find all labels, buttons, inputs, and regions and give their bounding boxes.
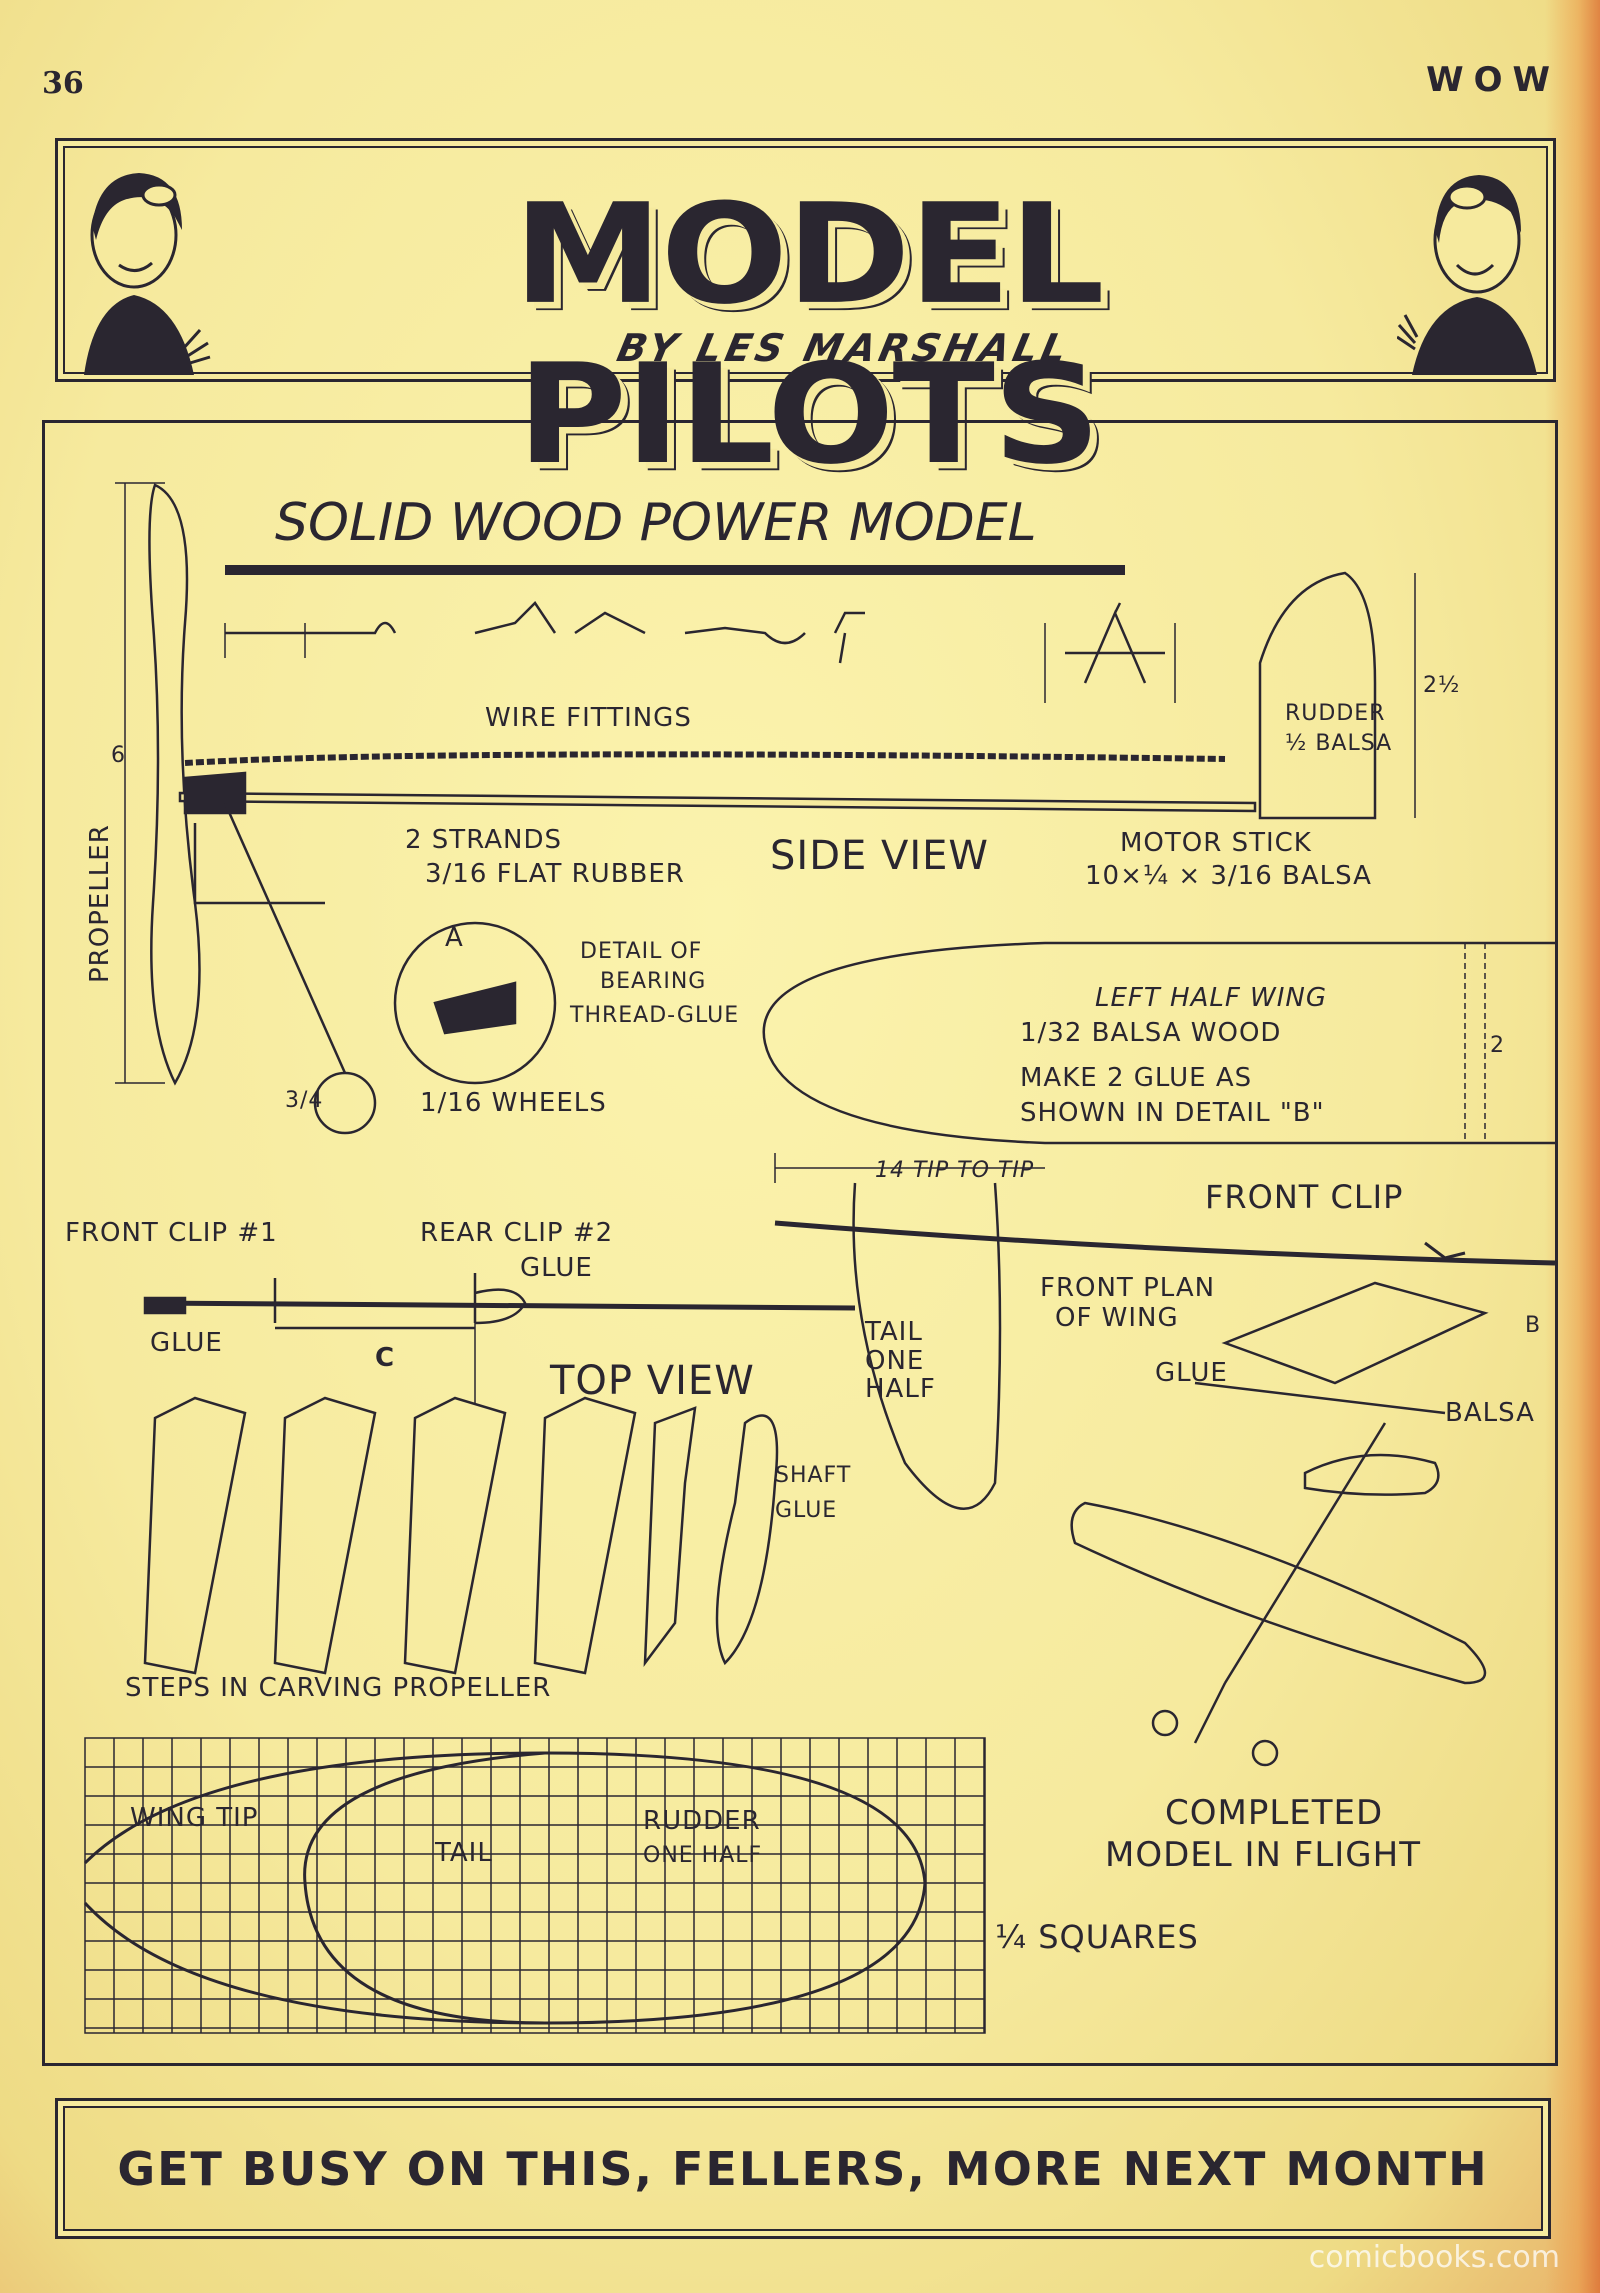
motor-stick-label: MOTOR STICK	[1120, 828, 1312, 858]
rudder-balsa-label: ½ BALSA	[1285, 731, 1393, 756]
propeller-carving-steps	[143, 1396, 779, 1675]
wing-tip-grid-label: WING TIP	[130, 1803, 259, 1833]
front-plan-label: FRONT PLAN	[1040, 1273, 1216, 1303]
page-number: 36	[42, 66, 84, 101]
rear-clip-label: REAR CLIP #2	[420, 1218, 614, 1248]
detail-c-label: C	[375, 1343, 396, 1373]
propeller-label: PROPELLER	[85, 824, 115, 983]
plans-diagram: SOLID WOOD POWER MODEL WIRE FITTINGS RUD…	[42, 420, 1558, 2066]
left-half-wing	[762, 941, 1555, 1145]
detail-b-label: B	[1525, 1313, 1542, 1338]
tail-outline	[303, 1751, 546, 2025]
rubber-motor	[184, 751, 1226, 766]
strands-label: 2 STRANDS	[405, 825, 562, 855]
wheel-fraction-label: 3/4	[285, 1088, 324, 1113]
one-half-grid-label: ONE HALF	[643, 1843, 763, 1868]
title-banner: MODEL PILOTS BY LES MARSHALL	[55, 138, 1556, 495]
glue-label-front: GLUE	[150, 1328, 223, 1358]
magazine-name: WOW	[1426, 60, 1560, 100]
watermark: comicbooks.com	[1308, 2240, 1560, 2275]
motor-stick	[178, 791, 1257, 813]
dihedral-detail	[1194, 1281, 1489, 1415]
footer-banner: GET BUSY ON THIS, FELLERS, MORE NEXT MON…	[55, 2098, 1551, 2239]
detail-a-circle	[393, 921, 557, 1085]
propeller-length-label: 6	[111, 743, 126, 768]
of-wing-label: OF WING	[1055, 1303, 1179, 1333]
in-flight-label: MODEL IN FLIGHT	[1105, 1835, 1421, 1875]
balsa-wood-label: 1/32 BALSA WOOD	[1020, 1018, 1282, 1048]
top-view-stick	[144, 1300, 856, 1311]
wing-front-plan-line	[774, 1220, 1555, 1266]
make-glue-label: MAKE 2 GLUE AS	[1020, 1063, 1253, 1093]
front-clip-label: FRONT CLIP #1	[65, 1218, 278, 1248]
rudder-grid-label: RUDDER	[643, 1806, 761, 1836]
glue-label-wing: GLUE	[1155, 1358, 1228, 1388]
diagram-heading: SOLID WOOD POWER MODEL	[275, 493, 1037, 553]
glue-label-shaft: GLUE	[775, 1498, 838, 1523]
wing-tip-outline	[83, 1751, 927, 2025]
author-byline: BY LES MARSHALL	[613, 326, 1075, 370]
rudder-shape	[1258, 571, 1377, 820]
quarter-inch-grid	[84, 1737, 986, 2034]
detail-a-label: A	[445, 923, 464, 953]
front-clip-top-label: FRONT CLIP	[1205, 1178, 1404, 1216]
shaft-label: SHAFT	[775, 1463, 852, 1488]
completed-model-drawing	[1070, 1422, 1487, 1767]
heading-underline	[225, 565, 1125, 575]
shown-detail-label: SHOWN IN DETAIL "B"	[1020, 1098, 1325, 1128]
motor-stick-dims-label: 10×¼ × 3/16 BALSA	[1085, 861, 1372, 891]
tail-grid-label: TAIL	[435, 1838, 493, 1868]
carving-steps-label: STEPS IN CARVING PROPELLER	[125, 1673, 552, 1703]
side-view-label: SIDE VIEW	[770, 833, 989, 879]
page-edge-stain	[1545, 0, 1600, 2293]
squares-label: ¼ SQUARES	[995, 1918, 1199, 1956]
top-view-label: TOP VIEW	[550, 1358, 755, 1404]
detail-of-label: DETAIL OF	[580, 939, 703, 964]
rudder-height-label: 2½	[1423, 673, 1461, 698]
tip-to-tip-label: 14 TIP TO TIP	[875, 1158, 1035, 1183]
thread-glue-label: THREAD-GLUE	[570, 1003, 740, 1028]
wire-fittings-drawing	[225, 601, 1165, 684]
tail-one-half	[852, 1182, 1002, 1510]
rudder-label: RUDDER	[1285, 701, 1386, 726]
footer-text: GET BUSY ON THIS, FELLERS, MORE NEXT MON…	[117, 2141, 1489, 2196]
wing-width-label: 2	[1490, 1033, 1505, 1058]
pilot-boy-right-illustration	[1397, 175, 1537, 375]
glue-label-rear: GLUE	[520, 1253, 593, 1283]
completed-label: COMPLETED	[1165, 1793, 1384, 1833]
main-title: MODEL PILOTS	[513, 174, 1104, 496]
propeller-side-shape	[148, 483, 201, 1086]
wheel	[313, 1071, 377, 1135]
tail-one-half-label: TAIL ONE HALF	[865, 1317, 936, 1405]
flat-rubber-label: 3/16 FLAT RUBBER	[425, 859, 685, 889]
wheels-label: 1/16 WHEELS	[420, 1088, 607, 1118]
pilot-girl-left-illustration	[84, 173, 211, 375]
landing-gear	[193, 802, 347, 1074]
bearing-label: BEARING	[600, 969, 707, 994]
wire-fittings-label: WIRE FITTINGS	[485, 703, 692, 733]
plans-drawing	[83, 482, 1555, 2034]
left-half-wing-label: LEFT HALF WING	[1095, 983, 1328, 1013]
balsa-label: BALSA	[1445, 1398, 1535, 1428]
